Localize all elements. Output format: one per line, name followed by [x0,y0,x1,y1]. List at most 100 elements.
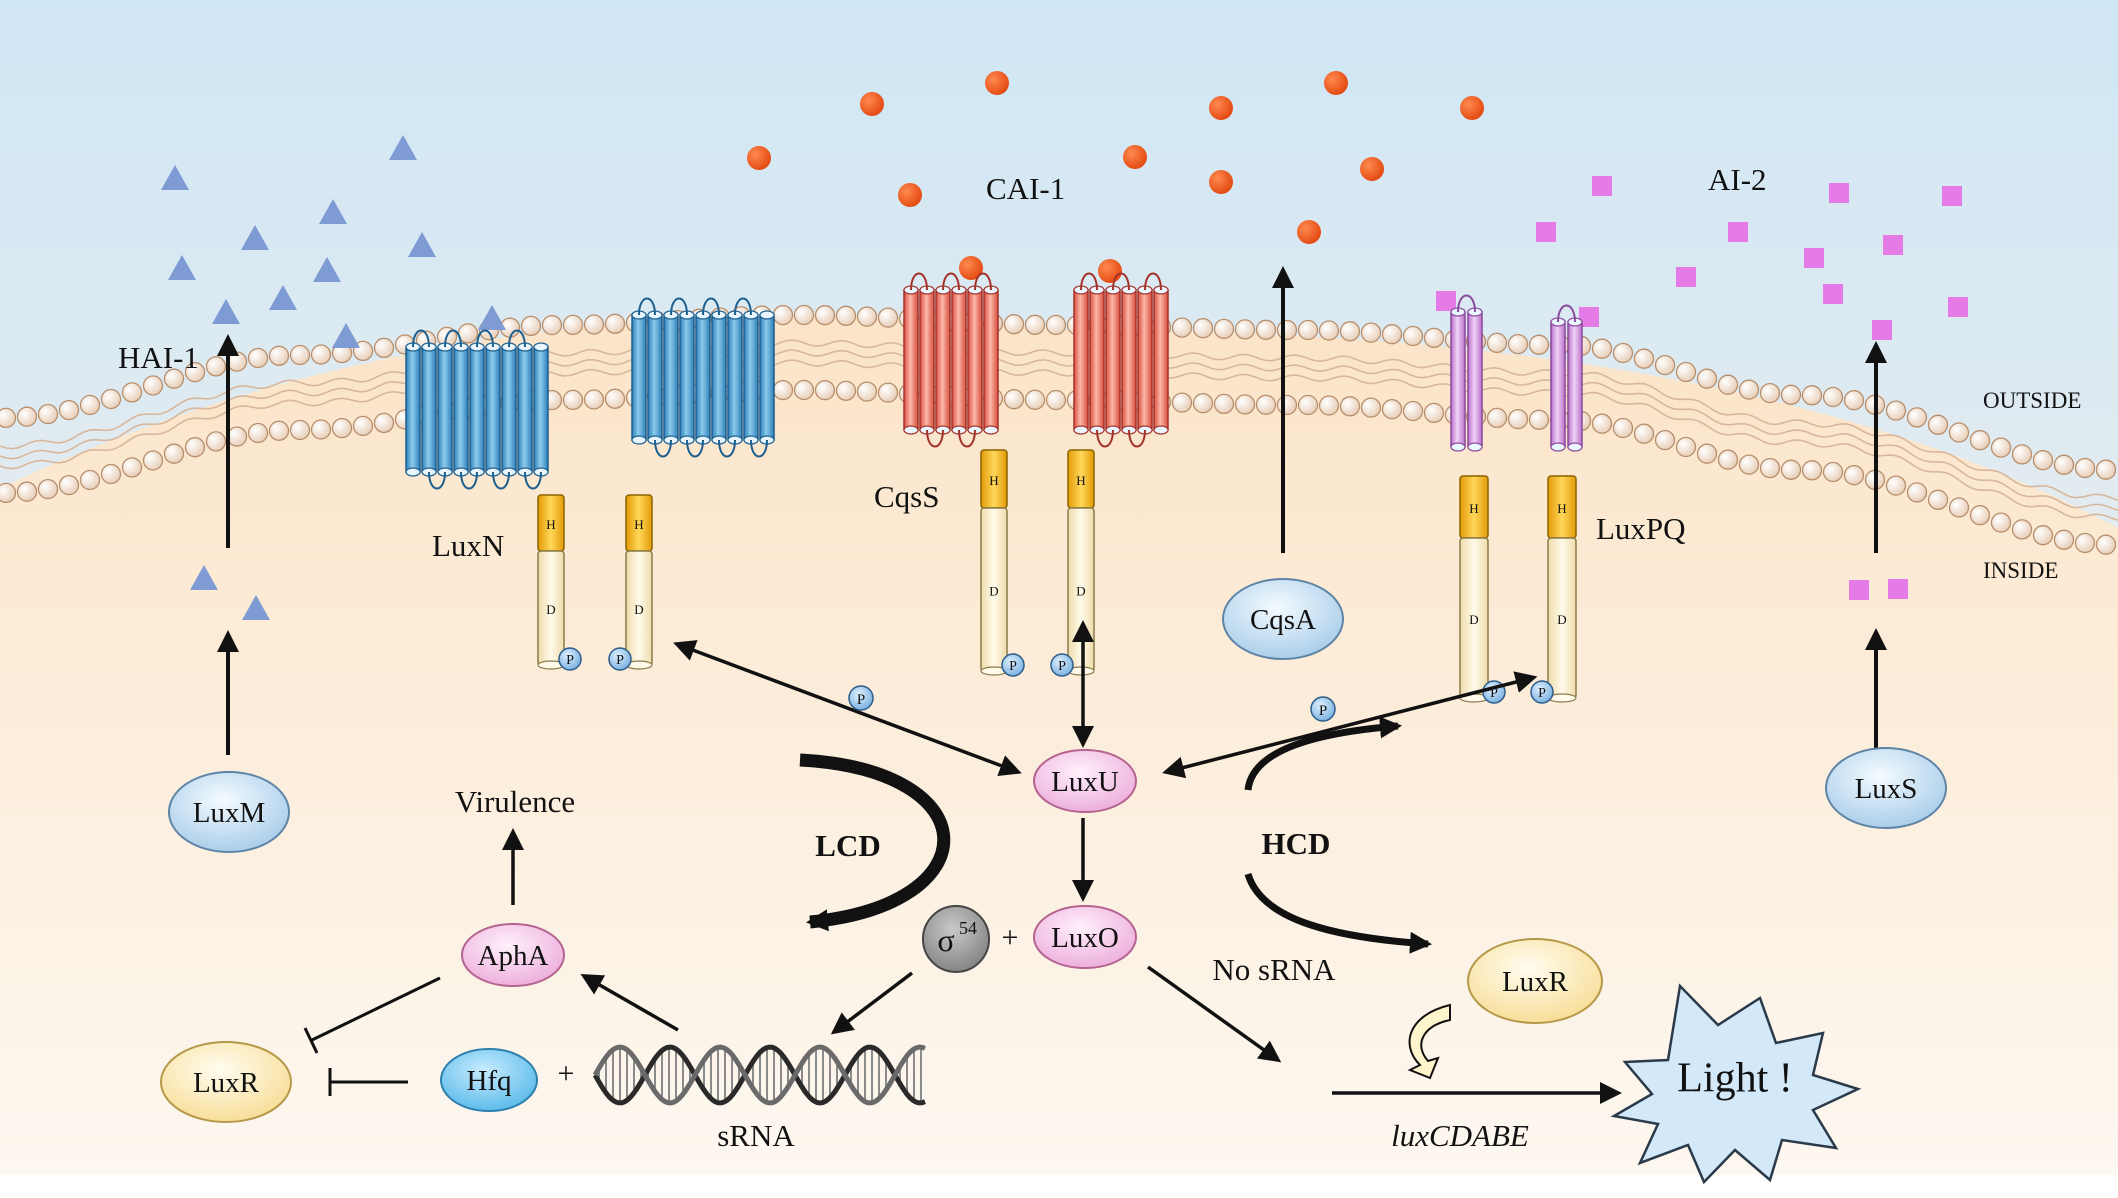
light-label: Light ! [1677,1056,1792,1102]
phosphate-icon: P [1050,653,1074,677]
apha-inhibits-luxr [311,976,441,1042]
luxn-luxu-arrow [673,640,1022,776]
phosphate-icon: P [1530,680,1554,704]
cai1-molecule [1360,157,1384,181]
ai2-molecule [1888,579,1908,599]
hai1-molecule [313,257,341,282]
svg-text:P: P [1009,659,1017,674]
hai1-molecule [190,565,218,590]
hai1-molecule [478,305,506,330]
luxn-hd-domain-right: HDP [608,494,653,671]
svg-text:H: H [1469,501,1478,516]
svg-text:D: D [1557,612,1566,627]
hai1-molecule [332,323,360,348]
ai2-molecule [1436,291,1456,311]
cai1-molecule [1297,220,1321,244]
cqss-label: CqsS [874,479,939,514]
svg-text:Hfq: Hfq [466,1065,511,1097]
svg-text:LuxR: LuxR [1502,966,1569,998]
ai2-molecule [1536,222,1556,242]
hfq-plus: + [558,1057,575,1090]
svg-text:D: D [1076,584,1085,599]
srna-helix [592,1044,926,1106]
svg-text:H: H [634,517,643,532]
phosphate-icon: P [1001,653,1025,677]
svg-text:H: H [1557,501,1566,516]
svg-text:54: 54 [959,918,977,938]
luxs-node: LuxS [1825,747,1947,829]
ai2-molecule [1942,186,1962,206]
luxpq-luxu-arrow [1162,671,1538,779]
hai1-molecule [269,285,297,310]
cai1-molecule [747,146,771,170]
phosphate-icon: P [608,647,632,671]
sigma54-node: σ 54 [922,905,990,973]
apha-node: AphA [461,923,565,987]
ai2-molecule [1883,235,1903,255]
svg-text:P: P [566,653,574,668]
light-burst: Light ! [1610,983,1862,1185]
cai1-molecule [1123,145,1147,169]
signal-molecules [161,71,1968,620]
cai1-molecule [1209,96,1233,120]
luxpq-label: LuxPQ [1596,511,1686,546]
hfq-node: Hfq [440,1048,538,1112]
cai1-molecule [1460,96,1484,120]
luxr-node-left: LuxR [160,1041,292,1123]
cai1-molecule [959,256,983,280]
hai1-molecule [408,232,436,257]
cqss-helix-bundle-left [903,272,999,448]
no-srna-label: No sRNA [1212,952,1336,987]
luxo-to-luxcdabe-arrow [1146,965,1282,1063]
cai1-molecule [1098,259,1122,283]
luxn-helix-bundle-left [405,329,549,490]
luxo-to-srna-arrow [830,971,914,1035]
bottom-margin [0,1175,2118,1193]
svg-text:H: H [546,517,555,532]
luxu-node: LuxU [1033,749,1137,813]
outside-label: OUTSIDE [1983,388,2081,413]
virulence-label: Virulence [455,784,575,819]
cai1-molecule [860,92,884,116]
ai2-molecule [1823,284,1843,304]
svg-text:D: D [989,584,998,599]
luxr-node-right: LuxR [1467,938,1603,1024]
luxr-activation-arrow [1407,1003,1451,1080]
hai1-molecule [319,199,347,224]
hai1-label: HAI-1 [118,340,199,375]
luxm-node: LuxM [168,771,290,853]
svg-text:P: P [1058,659,1066,674]
ai2-molecule [1849,580,1869,600]
cai1-molecule [1324,71,1348,95]
svg-text:LuxM: LuxM [193,797,266,829]
lcd-label: LCD [815,828,880,863]
svg-text:P: P [1538,686,1546,701]
ai2-molecule [1948,297,1968,317]
svg-text:P: P [1319,703,1327,719]
srna-strand-a [592,1044,926,1106]
ai2-molecule [1728,222,1748,242]
ai2-molecule [1804,248,1824,268]
lcd-curved-arrow [799,753,951,932]
luxo-node: LuxO [1033,905,1137,969]
cqsa-node: CqsA [1222,578,1344,660]
hcd-upper-arrow [1244,716,1402,791]
phosphate-marker-left: P [848,685,874,711]
svg-text:AphA: AphA [478,940,549,972]
cai1-molecule [898,183,922,207]
hai1-molecule [241,225,269,250]
svg-text:σ: σ [937,922,954,958]
svg-text:LuxU: LuxU [1051,766,1119,798]
svg-text:D: D [546,602,555,617]
hai1-molecule [168,255,196,280]
luxn-helix-bundle-right [631,297,775,458]
svg-text:LuxS: LuxS [1855,773,1918,805]
luxpq-helix-bundle-left [1450,294,1483,452]
ai2-molecule [1592,176,1612,196]
luxpq-hd-domain-right: H D P [1530,475,1577,704]
inside-label: INSIDE [1983,558,2058,583]
phosphate-marker-right: P [1310,696,1336,722]
ai2-label: AI-2 [1708,162,1767,197]
